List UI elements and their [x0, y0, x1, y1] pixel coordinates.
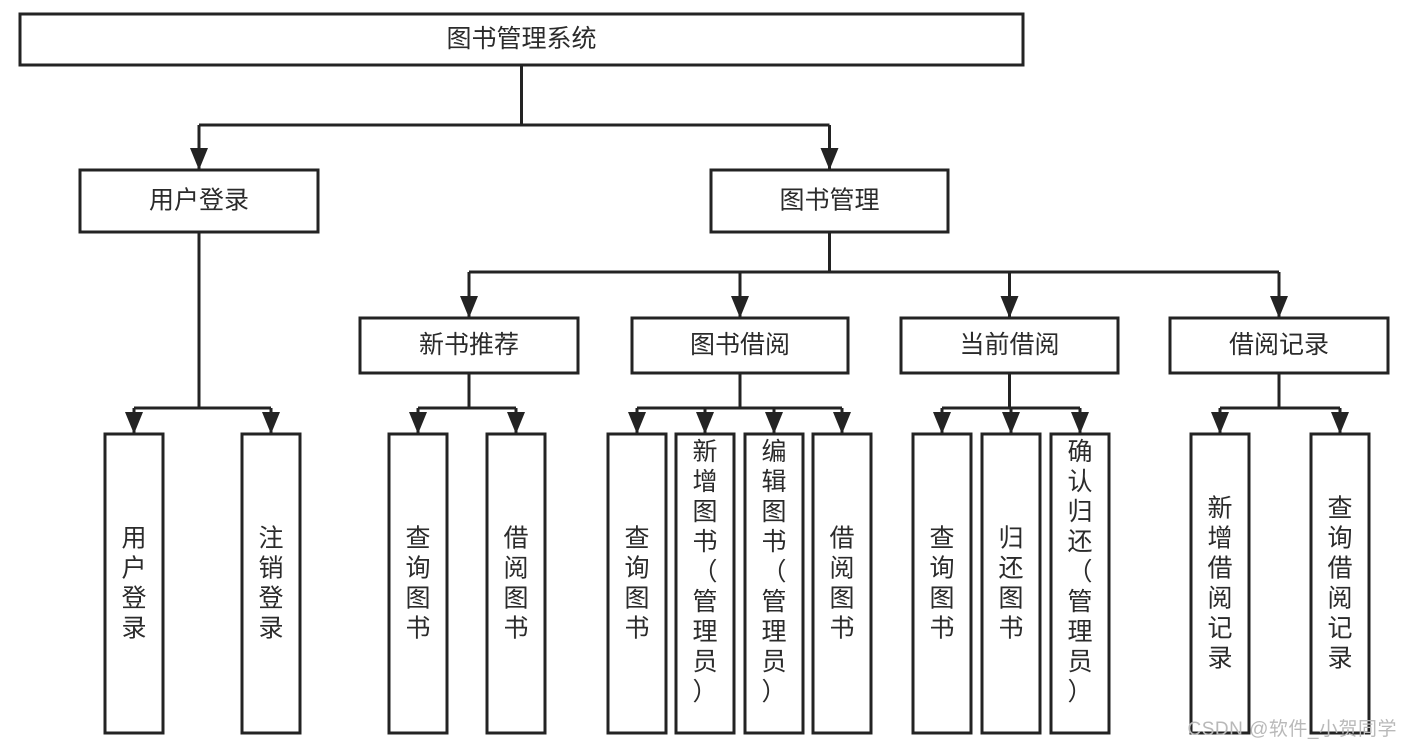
arrow-head-icon [409, 412, 427, 434]
node-图书管理系统[interactable]: 图书管理系统 [18, 12, 1025, 67]
node-label: 查询借阅记录 [1327, 495, 1352, 673]
node-label: 新书推荐 [419, 331, 519, 359]
node-label: 用户登录 [121, 525, 146, 643]
node-用户登录[interactable]: 用户登录 [78, 168, 320, 234]
node-label: 注销登录 [258, 525, 283, 643]
node-box [358, 316, 580, 375]
arrow-head-icon [1071, 412, 1089, 434]
node-借阅图书[interactable]: 借阅图书 [811, 432, 873, 735]
node-借阅记录[interactable]: 借阅记录 [1168, 316, 1390, 375]
node-归还图书[interactable]: 归还图书 [980, 432, 1042, 735]
node-查询图书[interactable]: 查询图书 [911, 432, 973, 735]
node-box [1309, 432, 1371, 735]
node-label: 图书借阅 [690, 331, 790, 359]
arrow-head-icon [1270, 296, 1288, 318]
node-box [1189, 432, 1251, 735]
node-label: 确认归还（管理员） [1067, 438, 1092, 706]
node-box [1168, 316, 1390, 375]
node-box [18, 12, 1025, 67]
node-查询借阅记录[interactable]: 查询借阅记录 [1309, 432, 1371, 735]
arrow-head-icon [731, 296, 749, 318]
node-编辑图书管理员[interactable]: 编辑图书（管理员） [743, 432, 805, 735]
node-box [78, 168, 320, 234]
node-box [980, 432, 1042, 735]
node-label: 查询图书 [929, 525, 954, 643]
arrow-head-icon [696, 412, 714, 434]
node-查询图书[interactable]: 查询图书 [606, 432, 668, 735]
node-新增借阅记录[interactable]: 新增借阅记录 [1189, 432, 1251, 735]
node-box [743, 432, 805, 735]
node-box [674, 432, 736, 735]
node-box [103, 432, 165, 735]
node-新书推荐[interactable]: 新书推荐 [358, 316, 580, 375]
node-label: 用户登录 [149, 187, 249, 215]
node-box [911, 432, 973, 735]
connectors-layer [125, 65, 1349, 434]
arrow-head-icon [1211, 412, 1229, 434]
node-当前借阅[interactable]: 当前借阅 [899, 316, 1120, 375]
arrow-head-icon [1002, 412, 1020, 434]
arrow-head-icon [190, 148, 208, 170]
arrow-head-icon [262, 412, 280, 434]
arrow-head-icon [820, 148, 839, 170]
node-label: 查询图书 [405, 525, 430, 643]
node-label: 当前借阅 [959, 331, 1059, 359]
node-label: 编辑图书（管理员） [761, 438, 786, 706]
node-box [630, 316, 850, 375]
node-label: 借阅记录 [1229, 331, 1329, 359]
node-注销登录[interactable]: 注销登录 [240, 432, 302, 735]
node-box [606, 432, 668, 735]
arrow-head-icon [1331, 412, 1349, 434]
arrow-head-icon [1000, 296, 1019, 318]
node-label: 图书管理系统 [446, 25, 596, 53]
node-box [387, 432, 449, 735]
node-box [709, 168, 950, 234]
node-box [899, 316, 1120, 375]
arrow-head-icon [460, 296, 478, 318]
node-box [240, 432, 302, 735]
node-label: 查询图书 [624, 525, 649, 643]
node-图书借阅[interactable]: 图书借阅 [630, 316, 850, 375]
node-box [485, 432, 547, 735]
node-借阅图书[interactable]: 借阅图书 [485, 432, 547, 735]
arrow-head-icon [765, 412, 783, 434]
node-label: 图书管理 [779, 187, 879, 215]
node-图书管理[interactable]: 图书管理 [709, 168, 950, 234]
node-label: 归还图书 [998, 525, 1023, 643]
node-box [811, 432, 873, 735]
arrow-head-icon [507, 412, 525, 434]
arrow-head-icon [833, 412, 851, 434]
node-查询图书[interactable]: 查询图书 [387, 432, 449, 735]
arrow-head-icon [933, 412, 951, 434]
arrow-head-icon [628, 412, 646, 434]
node-label: 借阅图书 [503, 525, 528, 643]
arrow-head-icon [125, 412, 143, 434]
node-用户登录[interactable]: 用户登录 [103, 432, 165, 735]
node-box [1049, 432, 1111, 735]
nodes-layer: 图书管理系统用户登录用户登录注销登录图书管理新书推荐查询图书借阅图书图书借阅查询… [18, 12, 1390, 735]
node-label: 新增图书（管理员） [692, 438, 717, 706]
node-label: 借阅图书 [829, 525, 854, 643]
node-label: 新增借阅记录 [1207, 495, 1232, 673]
node-新增图书管理员[interactable]: 新增图书（管理员） [674, 432, 736, 735]
node-确认归还管理员[interactable]: 确认归还（管理员） [1049, 432, 1111, 735]
